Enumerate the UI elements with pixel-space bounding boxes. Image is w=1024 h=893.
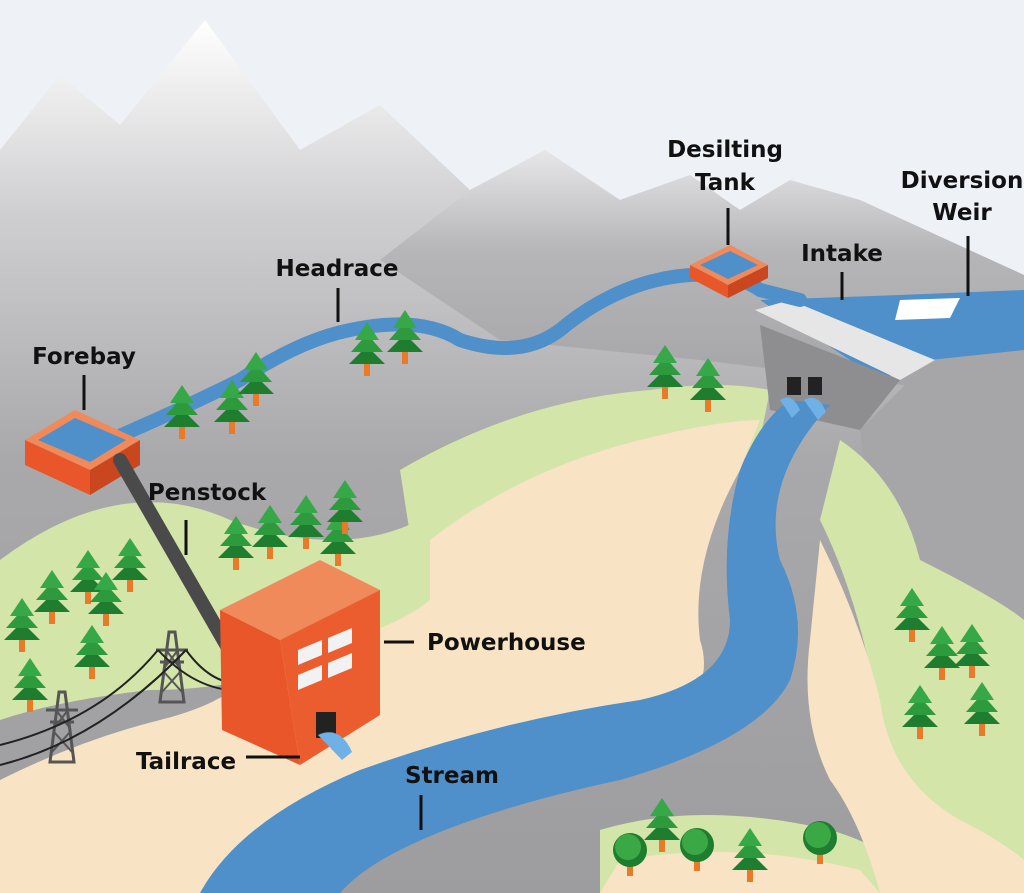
window bbox=[298, 665, 322, 690]
label-desilting-tank-line2: Tank bbox=[695, 170, 756, 196]
label-headrace: Headrace bbox=[276, 256, 399, 282]
window bbox=[298, 640, 322, 665]
label-desilting-tank-line1: Desilting bbox=[667, 137, 783, 163]
label-tailrace: Tailrace bbox=[136, 749, 236, 775]
label-stream: Stream bbox=[405, 763, 499, 789]
penstock-pipe bbox=[113, 453, 242, 667]
powerhouse-building bbox=[220, 560, 380, 765]
tailrace-outlet bbox=[316, 712, 336, 738]
label-penstock: Penstock bbox=[148, 480, 267, 506]
label-intake: Intake bbox=[801, 241, 883, 267]
forebay-tank bbox=[25, 410, 140, 495]
label-powerhouse: Powerhouse bbox=[427, 630, 586, 656]
intake-gates bbox=[780, 377, 826, 420]
label-diversion-weir-line2: Weir bbox=[932, 200, 992, 226]
desilting-tank bbox=[690, 245, 768, 298]
stream bbox=[200, 400, 830, 893]
leader-lines bbox=[82, 208, 970, 830]
label-diversion-weir-line1: Diversion bbox=[901, 168, 1024, 194]
window bbox=[328, 653, 352, 678]
label-forebay: Forebay bbox=[32, 344, 136, 370]
headrace-canal bbox=[103, 267, 807, 447]
window bbox=[328, 628, 352, 653]
labels: Forebay Headrace Desilting Tank Intake D… bbox=[32, 137, 1023, 789]
